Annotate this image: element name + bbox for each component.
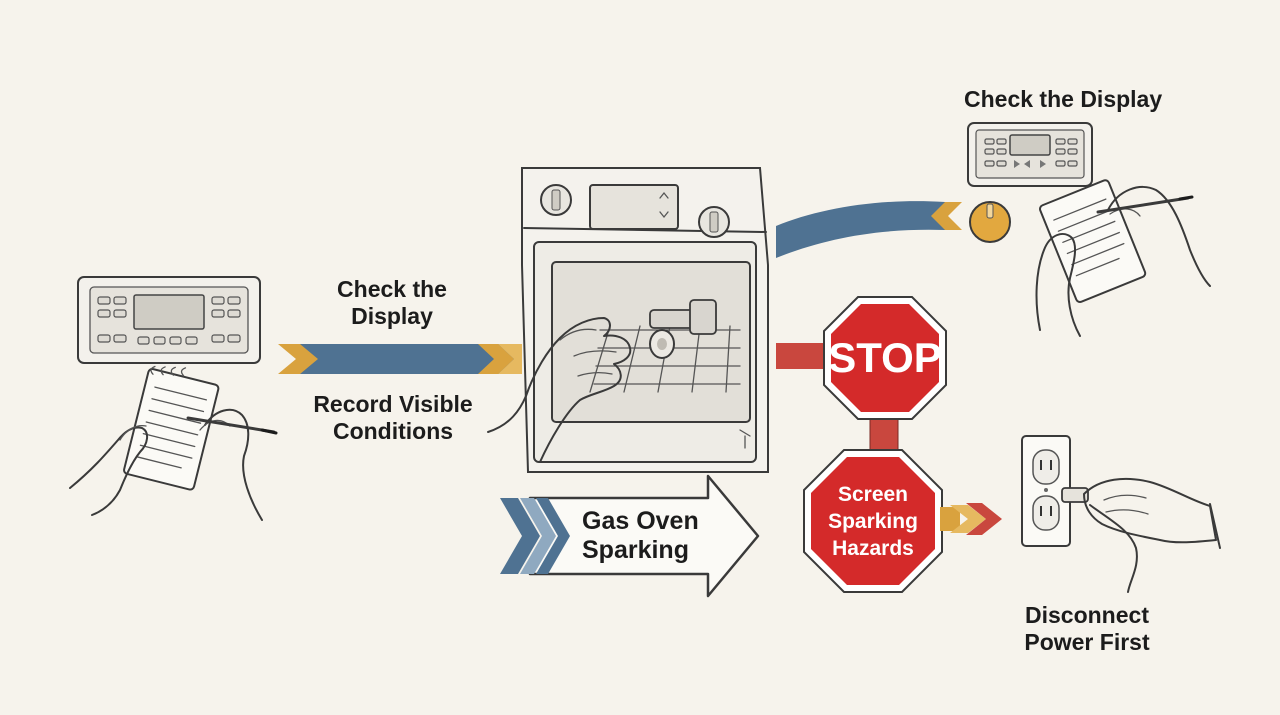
control-panel-left: [77, 276, 261, 364]
label-check-display-line2: Display: [351, 303, 433, 329]
screen-sparking-sign: [803, 449, 943, 593]
wall-outlet: [1021, 435, 1071, 547]
label-check-display-top-text: Check the Display: [964, 86, 1163, 112]
red-band-to-stop: [776, 343, 826, 369]
blue-band-curved: [776, 201, 1011, 258]
screen-sign-line1: Screen: [837, 483, 909, 506]
stop-sign-text: STOP: [828, 334, 942, 381]
hands-notepad-right: [1035, 179, 1211, 337]
label-record-line2: Conditions: [332, 418, 454, 444]
screen-sign-text: Screen Sparking Hazards: [808, 481, 938, 562]
control-panel-top-right: [967, 122, 1093, 187]
label-gas-oven-line2: Sparking: [582, 536, 689, 564]
blue-band-middle: [278, 344, 522, 374]
label-record-conditions: Record Visible Conditions: [304, 391, 482, 445]
label-gas-oven-line1: Gas Oven: [582, 507, 699, 535]
big-outline-arrow: [500, 474, 760, 598]
label-check-display-line1: Check the: [337, 276, 447, 302]
hand-unplugging: [1061, 477, 1221, 593]
label-disconnect-line2: Power First: [1024, 629, 1150, 655]
stop-sign: [823, 296, 947, 459]
hands-notepad-left: [69, 365, 278, 521]
screen-sign-line3: Hazards: [832, 537, 914, 560]
label-check-display-top: Check the Display: [964, 86, 1162, 113]
label-disconnect-power: Disconnect Power First: [1014, 602, 1160, 656]
red-arrow-to-outlet: [940, 503, 1002, 535]
screen-sign-line2: Sparking: [828, 510, 918, 533]
oven-illustration: [487, 167, 769, 473]
label-disconnect-line1: Disconnect: [1025, 602, 1149, 628]
label-record-line1: Record Visible: [313, 391, 473, 417]
label-check-display: Check the Display: [320, 276, 464, 330]
label-gas-oven-sparking: Gas Oven Sparking: [582, 507, 699, 565]
